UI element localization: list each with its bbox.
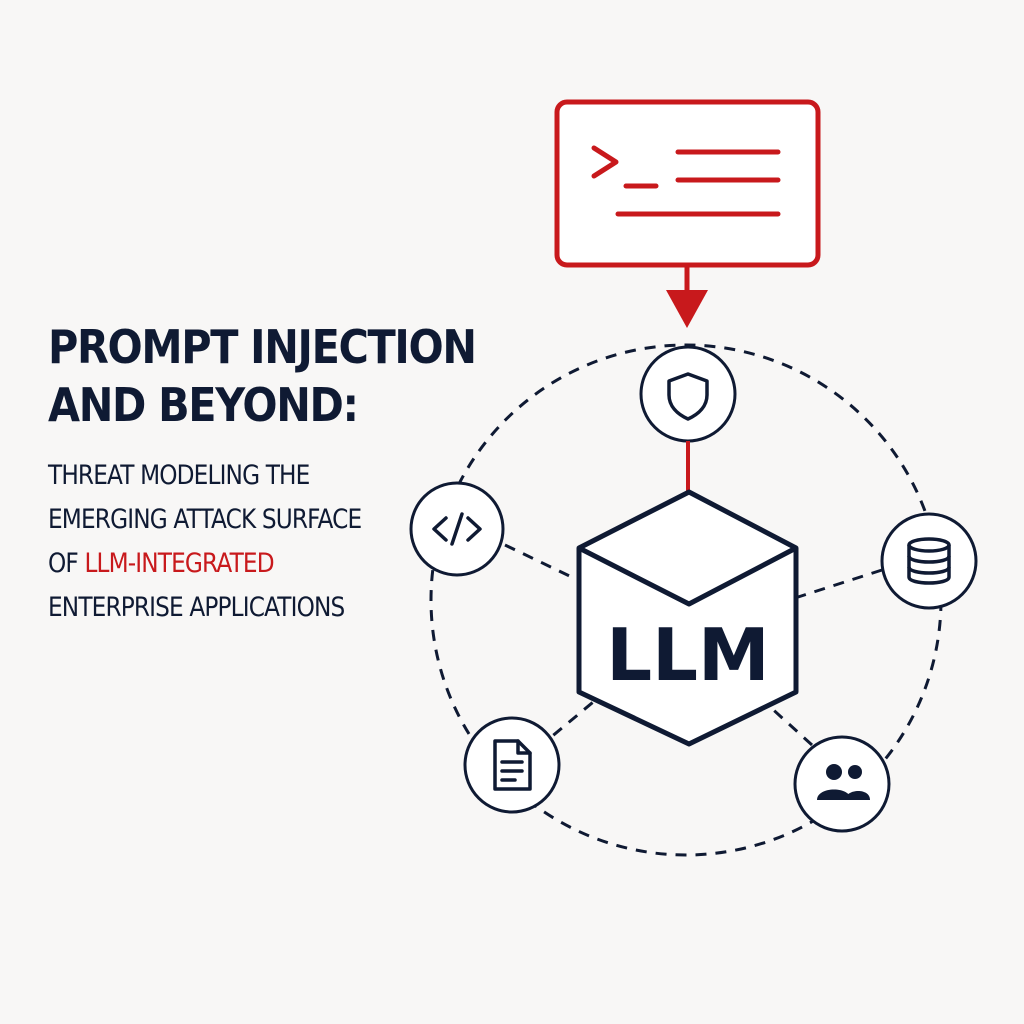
subtitle-line-3-prefix: OF [48,548,85,579]
node-code [409,481,505,577]
database-icon [907,537,951,585]
subtitle-line-2: EMERGING ATTACK SURFACE [48,504,362,535]
node-database [880,512,978,610]
llm-label: LLM [606,613,769,697]
injection-arrow-head [666,290,708,328]
title-line-1: PROMPT INJECTION [48,320,477,374]
connector-code [504,543,583,584]
subtitle-line-3: OF LLM-INTEGRATED [48,542,426,586]
node-users [793,735,891,833]
document-icon [493,739,532,791]
connector-database [794,568,883,600]
node-connectors [504,543,883,750]
shield-icon [667,372,709,421]
terminal-prompt-icon [591,145,659,189]
node-document [463,716,561,814]
connector-users [766,703,814,747]
llm-hub: LLM [576,489,799,747]
subtitle-highlight: LLM-INTEGRATED [84,548,274,579]
prompt-text-lines [615,149,781,217]
code-icon [432,512,482,546]
connector-document [537,696,599,750]
injected-prompt-box [554,99,821,328]
title-block: PROMPT INJECTION AND BEYOND: THREAT MODE… [48,318,488,630]
subtitle: THREAT MODELING THE EMERGING ATTACK SURF… [48,454,488,630]
subtitle-line-1: THREAT MODELING THE [48,460,310,491]
llm-cube-top-edge [577,545,798,607]
title-line-2: AND BEYOND: [48,378,359,432]
users-icon [817,764,870,800]
prompt-box-frame [554,99,821,268]
node-shield [639,345,737,443]
subtitle-line-4: ENTERPRISE APPLICATIONS [48,592,345,623]
